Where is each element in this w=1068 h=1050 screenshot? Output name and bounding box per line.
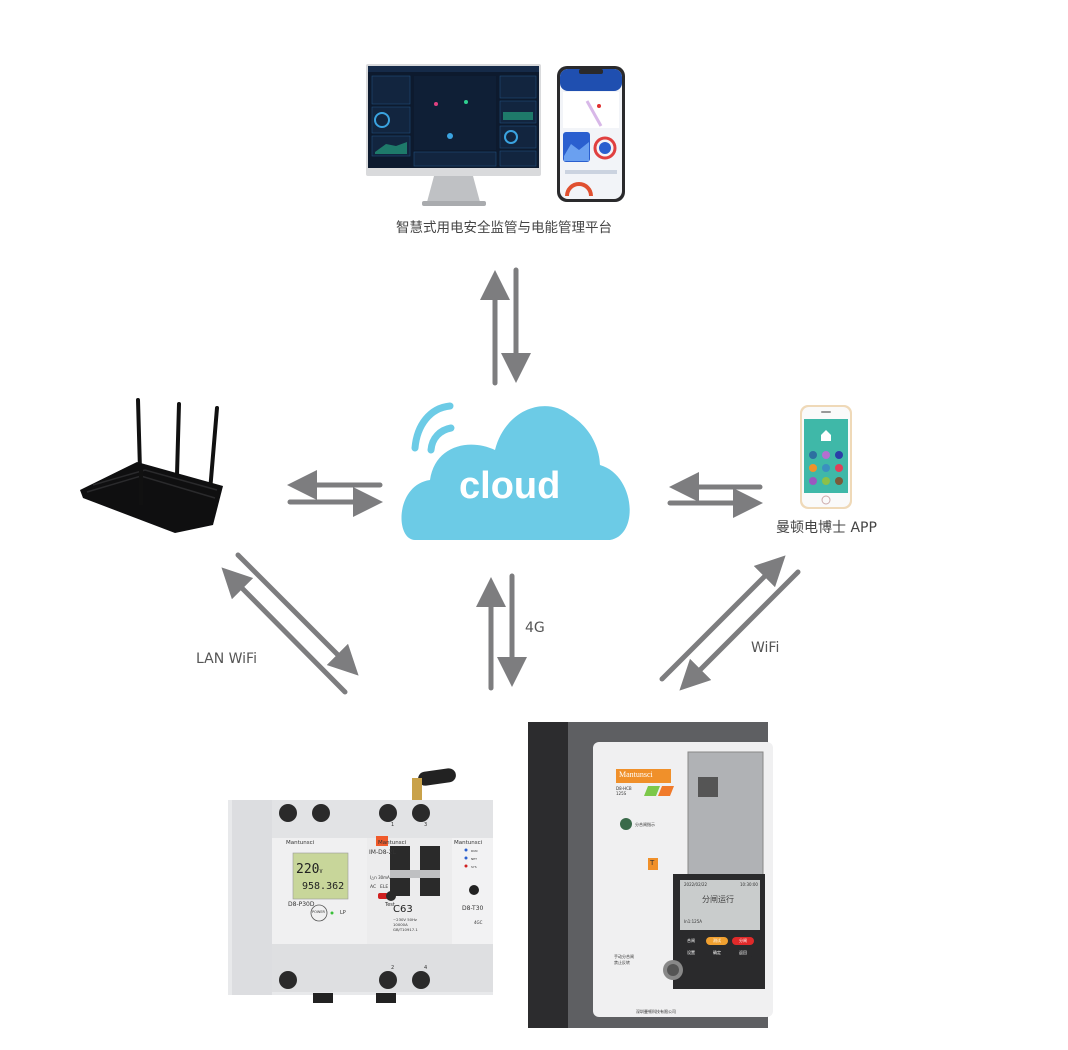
close-button[interactable]: 合闸	[680, 937, 702, 945]
breaker-spec-1: ~230V 50Hz	[393, 917, 417, 922]
back-button[interactable]: 返回	[732, 949, 754, 957]
link-label-lan-wifi: LAN WiFi	[196, 651, 257, 667]
breaker-specs: ~230V 50Hz 10000A GB/T10917.1	[393, 917, 418, 932]
link-label-4g: 4G	[525, 620, 545, 636]
monitor-icon	[366, 64, 541, 206]
led-labels: RUN NET SYS	[471, 847, 478, 871]
module1-model: D8-P30D	[288, 901, 315, 908]
arrow-breaker-to-router	[221, 567, 348, 695]
phone-dashboard	[557, 66, 625, 202]
module3-model: D8-T30	[462, 905, 484, 912]
mccb-brand: Mantunsci	[619, 770, 653, 779]
lcd-voltage-unit: V	[319, 869, 323, 875]
manual-note-2: 禁止反转	[614, 960, 630, 965]
terminal-1: 1	[391, 822, 395, 828]
breaker-spec-2: 10000A	[393, 922, 408, 927]
arrow-router-to-breaker	[235, 552, 359, 676]
module2-model: IM-D8-2L	[369, 849, 396, 856]
terminal-3: 3	[424, 822, 428, 828]
phone-icon	[557, 66, 625, 202]
arrow-app-to-breaker	[679, 569, 801, 691]
mccb-maker: 深圳曼顿科技有限公司	[636, 1009, 676, 1014]
smart-mccb: Mantunsci D8-HCB 125S 分合闸指示 T 2022/02/22…	[528, 722, 773, 1028]
brand-label-2: Mantunsci	[378, 840, 407, 846]
terminal-2: 2	[391, 965, 395, 971]
router-node	[75, 390, 235, 535]
mccb-indicator-label: 分合闸指示	[635, 822, 655, 827]
set-button[interactable]: 设置	[680, 949, 702, 957]
mccb-model: D8-HCB 125S	[616, 786, 632, 796]
brand-label-3: Mantunsci	[454, 840, 483, 846]
test-label: Test	[385, 902, 395, 908]
breaker-rating: C63	[393, 904, 413, 915]
open-button[interactable]: 分闸	[732, 937, 754, 945]
power-label: POWER	[312, 910, 325, 914]
app-label: 曼顿电博士 APP	[776, 520, 877, 536]
terminal-4: 4	[424, 965, 428, 971]
screen-current: In1:125A	[684, 919, 702, 924]
mccb-keypad: 合闸 测试 分闸 设置 确定 返回	[680, 937, 754, 957]
smart-breaker-icon	[228, 768, 502, 1003]
mccb-icon	[528, 722, 773, 1028]
breaker-standard: GB/T10917.1	[393, 927, 418, 932]
router-icon	[80, 398, 223, 533]
platform-label: 智慧式用电安全监管与电能管理平台	[396, 220, 612, 236]
lcd-voltage-value: 220	[296, 862, 320, 877]
screen-date: 2022/02/22	[684, 882, 708, 887]
cloud-label: cloud	[459, 465, 561, 507]
led-run: RUN	[471, 849, 478, 853]
screen-status: 分闸运行	[702, 895, 734, 904]
test-button[interactable]: 测试	[706, 937, 728, 945]
confirm-button[interactable]: 确定	[706, 949, 728, 957]
ele-label: ELE	[380, 885, 389, 890]
manual-note-1: 手动分合闸	[614, 954, 634, 959]
app-phone	[800, 405, 852, 509]
monitor-dashboard	[366, 64, 541, 209]
smart-breaker-assembly: Mantunsci Mantunsci Mantunsci 220V 958.3…	[228, 760, 502, 1010]
link-label-wifi: WiFi	[751, 640, 780, 656]
lp-label: LP	[340, 910, 346, 916]
cloud-icon	[401, 402, 630, 540]
led-sys: SYS	[471, 865, 477, 869]
lcd-energy: 958.362	[302, 881, 345, 892]
arrow-breaker-to-app	[659, 555, 786, 682]
lcd-voltage: 220V	[296, 862, 323, 877]
module2-spec: I△n 30mA	[370, 875, 390, 880]
led-net: NET	[471, 857, 477, 861]
ac-label: AC	[370, 885, 377, 890]
cloud-node: cloud	[395, 390, 635, 540]
manual-note: 手动分合闸 禁止反转	[614, 954, 634, 966]
screen-time: 10:30:00	[740, 882, 758, 887]
app-phone-icon	[800, 405, 852, 509]
mccb-tag: T	[650, 859, 655, 867]
brand-label: Mantunsci	[286, 840, 315, 846]
module3-net: 4GC	[474, 920, 483, 925]
